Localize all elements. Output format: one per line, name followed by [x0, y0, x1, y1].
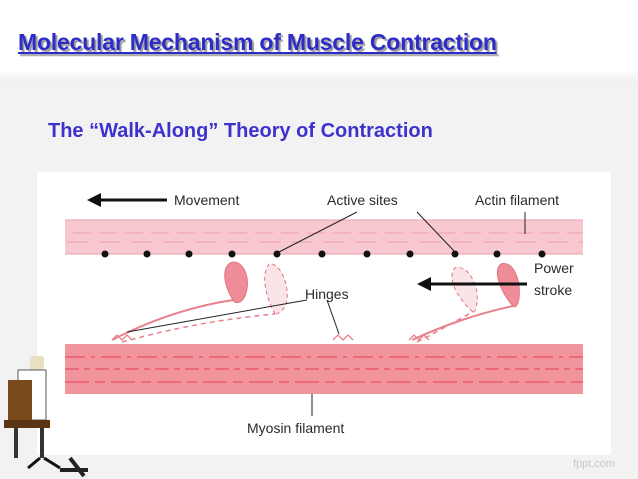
actin-filament-band: [65, 220, 583, 254]
myosin-filament-label: Myosin filament: [247, 420, 345, 436]
title-bar: Molecular Mechanism of Muscle Contractio…: [0, 0, 638, 84]
slide-subtitle: The “Walk-Along” Theory of Contraction: [48, 120, 433, 142]
actin-filament-label: Actin filament: [475, 192, 560, 208]
title-bar-shade: [0, 70, 638, 84]
hinge-right: [408, 334, 430, 341]
active-sites-label: Active sites: [327, 192, 398, 208]
stroke-label: stroke: [534, 282, 573, 298]
power-stroke-arrow-icon: [417, 277, 527, 291]
hinges-label: Hinges: [305, 286, 349, 302]
person-at-desk-clipart: [0, 350, 100, 479]
left-arrow-icon: [87, 193, 167, 207]
branding-label: fppt.com: [573, 458, 616, 470]
hinge-left: [111, 334, 133, 341]
hinge-mid: [332, 334, 354, 341]
power-label: Power: [534, 260, 574, 276]
myosin-head-right-dashed: [416, 267, 478, 343]
active-site-dot-icon: [101, 250, 546, 258]
walk-along-diagram: Movement Active sites Actin filament Pow…: [37, 172, 611, 455]
myosin-head-left-solid: [111, 261, 248, 341]
movement-label: Movement: [174, 192, 240, 208]
myosin-head-left-dashed: [121, 263, 288, 343]
diagram-svg: [65, 193, 583, 416]
slide-title: Molecular Mechanism of Muscle Contractio…: [18, 29, 497, 55]
